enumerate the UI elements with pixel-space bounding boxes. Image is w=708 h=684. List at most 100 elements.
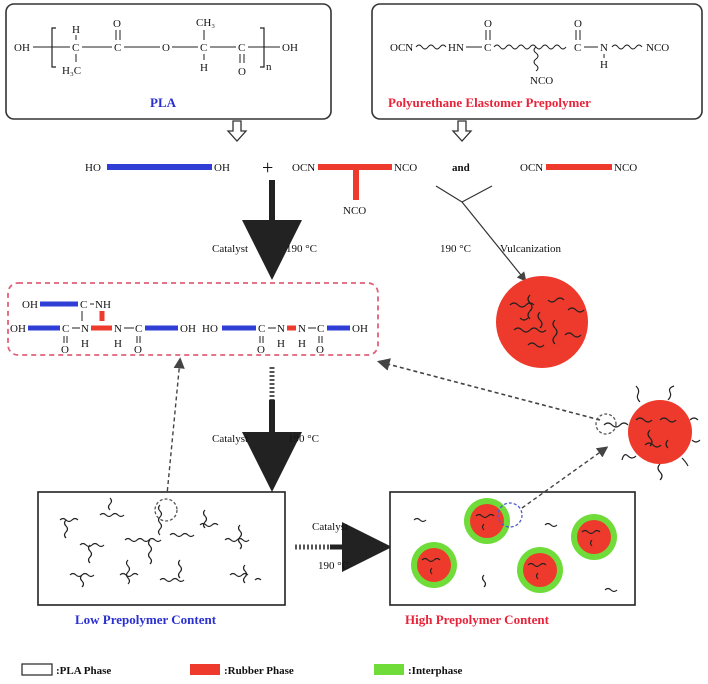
cp-oh-b: OH	[10, 323, 26, 335]
pla-c1: C	[72, 42, 79, 54]
grafted-rubber-particle	[603, 385, 701, 481]
cp-c-b: C	[62, 323, 69, 335]
step3-catalyst: Catalyst	[312, 521, 348, 533]
high-highlight-circle	[497, 502, 523, 528]
cp-o-d: O	[257, 344, 265, 356]
cp-c-d: C	[258, 323, 265, 335]
cp-oh-c: OH	[180, 323, 196, 335]
pla-o-top: O	[113, 18, 121, 30]
legend-pla-label: :PLA Phase	[56, 665, 111, 677]
core-shell-particle	[464, 498, 510, 544]
pla-n: n	[266, 61, 272, 73]
copolymer-structure: OH C NH OH C O N H N H C O OH HO C O N	[10, 299, 368, 356]
pu-o2: O	[574, 18, 582, 30]
high-content-particles	[411, 498, 618, 593]
vulcanization-arrow	[461, 201, 527, 282]
core-shell-particle	[411, 542, 457, 588]
graft-highlight-circle	[595, 413, 617, 435]
pu-n: N	[600, 42, 608, 54]
pu-nco-right: NCO	[646, 42, 669, 54]
pu-nco-bottom: NCO	[530, 75, 553, 87]
pla-structure: OH C H H₃C C O O C CH₃ H C O n OH	[14, 17, 298, 78]
pla-o-bottom: O	[238, 66, 246, 78]
row2-ho: HO	[85, 162, 101, 174]
vulcanized-rubber-particle	[496, 276, 588, 368]
core-shell-particle	[571, 514, 617, 560]
pla-oh-left: OH	[14, 42, 30, 54]
pla-box	[5, 3, 332, 120]
pla-c2: C	[114, 42, 121, 54]
cp-n-d: N	[277, 323, 285, 335]
legend: :PLA Phase :Rubber Phase :Interphase	[21, 663, 463, 677]
pu-h: H	[600, 59, 608, 71]
legend-pla-swatch	[21, 663, 53, 676]
pla-h2: H	[200, 62, 208, 74]
step2-catalyst: Catalyst	[212, 433, 248, 445]
core-shell-particle	[517, 547, 563, 593]
low-content-box	[37, 491, 286, 606]
cp-c-e: C	[317, 323, 324, 335]
legend-interphase-label: :Interphase	[408, 665, 463, 677]
pla-o-mid: O	[162, 42, 170, 54]
pla-oh-right: OH	[282, 42, 298, 54]
legend-interphase-swatch	[374, 664, 404, 675]
cp-oh-e: OH	[352, 323, 368, 335]
step1-catalyst: Catalyst	[212, 243, 248, 255]
copolymer-box	[7, 282, 379, 356]
legend-rubber-label: :Rubber Phase	[224, 665, 294, 677]
cp-nh-a: NH	[95, 299, 111, 311]
pu-name: Polyurethane Elastomer Prepolymer	[388, 95, 591, 110]
cp-h-d: H	[277, 338, 285, 350]
pu-c2: C	[574, 42, 581, 54]
row2-ocn1: OCN	[292, 162, 315, 174]
pla-h1: H	[72, 24, 80, 36]
pu-ocn: OCN	[390, 42, 413, 54]
vulc-temp: 190 °C	[440, 243, 471, 255]
row2-nco1: NCO	[394, 162, 417, 174]
cp-h-c: H	[114, 338, 122, 350]
row2-nco2: NCO	[614, 162, 637, 174]
pla-c3: C	[200, 42, 207, 54]
pla-ch3-a: H₃C	[62, 65, 81, 77]
legend-rubber-swatch	[190, 664, 220, 675]
cp-o-b: O	[61, 344, 69, 356]
high-content-label: High Prepolymer Content	[405, 612, 550, 627]
dashed-arrow-from-low	[165, 357, 185, 506]
cp-h-b: H	[81, 338, 89, 350]
cp-h-e: H	[298, 338, 306, 350]
low-content-chains	[59, 497, 262, 588]
dashed-arrow-to-copolymer	[376, 358, 601, 421]
pla-ch3-b: CH₃	[196, 17, 215, 29]
row2-and: and	[452, 162, 470, 174]
step2-temp: 190 °C	[288, 433, 319, 445]
cp-n-c: N	[114, 323, 122, 335]
cp-oh-a: OH	[22, 299, 38, 311]
pu-hn: HN	[448, 42, 464, 54]
cp-ho-d: HO	[202, 323, 218, 335]
pu-c1: C	[484, 42, 491, 54]
low-highlight-circle	[154, 498, 178, 522]
low-content-label: Low Prepolymer Content	[75, 612, 217, 627]
row2-oh: OH	[214, 162, 230, 174]
pu-box	[371, 3, 703, 120]
row2-ocn2: OCN	[520, 162, 543, 174]
pu-o1: O	[484, 18, 492, 30]
pla-c4: C	[238, 42, 245, 54]
row2-nco-down: NCO	[343, 205, 366, 217]
cp-c-c: C	[135, 323, 142, 335]
pu-structure: OCN HN C O NCO C O N H NCO	[390, 18, 669, 87]
cp-o-c: O	[134, 344, 142, 356]
pla-hollow-arrow	[226, 120, 248, 142]
step3-temp: 190 °C	[318, 560, 349, 572]
cp-c-a: C	[80, 299, 87, 311]
step1-temp: 190 °C	[286, 243, 317, 255]
vulc-label: Vulcanization	[500, 243, 562, 255]
cp-o-e: O	[316, 344, 324, 356]
pu-hollow-arrow	[451, 120, 473, 142]
pla-name: PLA	[150, 95, 177, 110]
cp-n-b: N	[81, 323, 89, 335]
dashed-arrow-to-particle	[521, 446, 609, 509]
cp-n-e: N	[298, 323, 306, 335]
plus-sign: +	[262, 157, 273, 179]
